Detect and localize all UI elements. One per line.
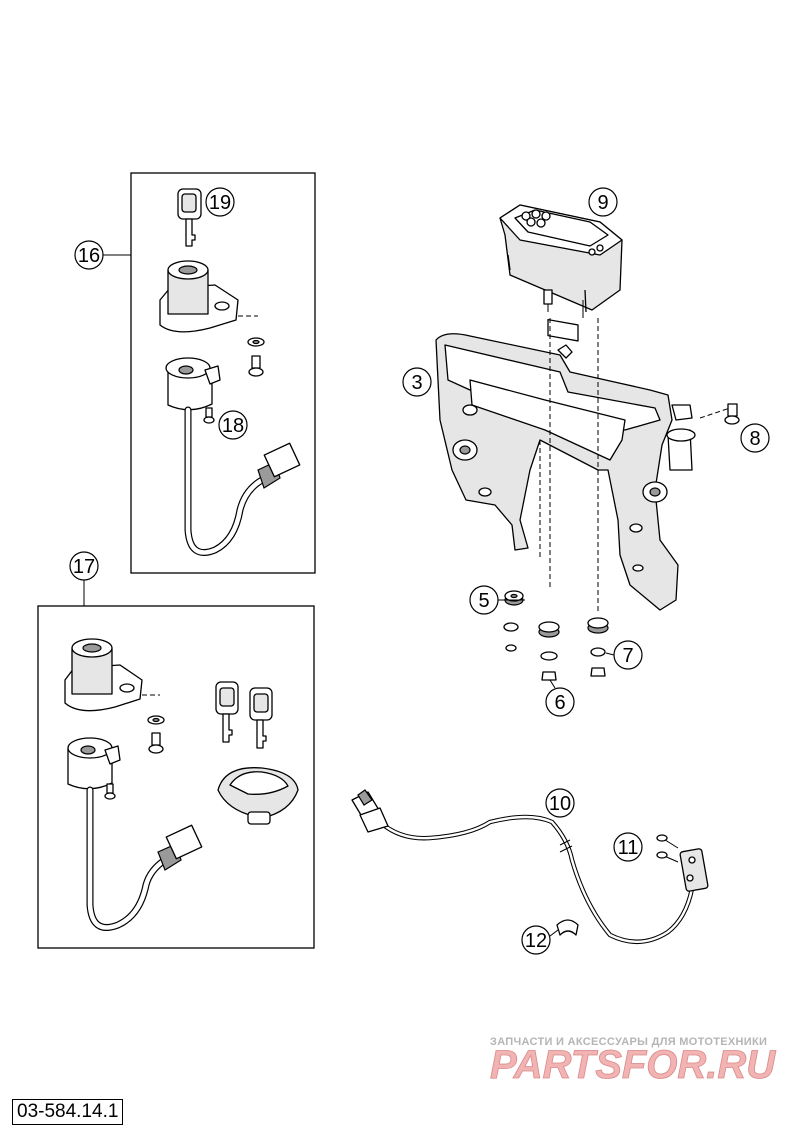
kit-17-frame [37, 605, 315, 949]
kit-16-frame [130, 172, 316, 574]
svg-text:16: 16 [78, 245, 100, 267]
callout-18: 18 [218, 410, 248, 440]
callout-6: 6 [545, 687, 575, 717]
watermark-logo: PARTSFOR.RU [490, 1043, 776, 1087]
ignition-switch-16 [165, 357, 301, 556]
callout-8: 8 [740, 423, 770, 453]
watermark-tagline: ЗАПЧАСТИ И АКСЕССУАРЫ ДЛЯ МОТОТЕХНИКИ [490, 1036, 767, 1048]
callout-11: 11 [613, 832, 643, 862]
svg-text:18: 18 [222, 415, 244, 437]
keys-17 [215, 681, 273, 749]
ignition-lock-17 [64, 638, 160, 712]
svg-text:8: 8 [749, 428, 760, 450]
callout-5: 5 [469, 585, 499, 615]
svg-text:7: 7 [622, 645, 633, 667]
svg-text:9: 9 [597, 192, 608, 214]
callout-16: 16 [74, 240, 104, 270]
ignition-switch-17 [67, 737, 203, 931]
cable-clip-12 [556, 919, 579, 936]
key-19 [177, 188, 202, 247]
diagram-reference-code: 03-584.14.1 [12, 1099, 124, 1125]
callout-9: 9 [588, 187, 618, 217]
grommet-washer-nut-6 [538, 621, 560, 681]
rubber-grommet-5 [504, 590, 524, 606]
svg-text:11: 11 [618, 837, 639, 859]
callout-17: 17 [69, 551, 99, 581]
bolt-8 [724, 403, 740, 425]
svg-text:5: 5 [478, 590, 489, 612]
callout-3: 3 [402, 367, 432, 397]
screw-18 [203, 407, 215, 424]
callout-10: 10 [545, 788, 575, 818]
callout-19: 19 [205, 187, 235, 217]
screw-washer-17 [147, 715, 165, 754]
svg-text:17: 17 [73, 556, 95, 578]
svg-text:12: 12 [525, 930, 547, 952]
screw-washer-16 [247, 337, 265, 377]
svg-text:19: 19 [209, 192, 231, 214]
fuel-tank-cap-17 [217, 767, 299, 825]
speedometer-9 [499, 204, 623, 342]
speed-sensor-cable-10 [351, 789, 709, 944]
svg-text:10: 10 [549, 793, 571, 815]
callout-7: 7 [613, 640, 643, 670]
svg-text:6: 6 [554, 692, 565, 714]
washers-nuts-left [503, 622, 519, 652]
svg-text:3: 3 [411, 372, 422, 394]
instrument-bracket-3 [435, 333, 696, 611]
screws-11 [656, 834, 668, 859]
screw-17-small [104, 783, 116, 800]
ignition-lock-16 [159, 260, 258, 333]
callout-12: 12 [521, 925, 551, 955]
grommet-washer-nut-7 [587, 617, 609, 677]
